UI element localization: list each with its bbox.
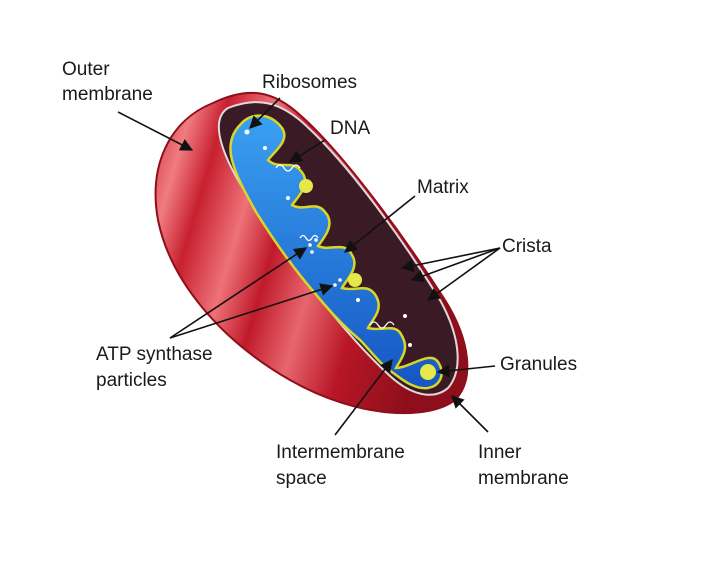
ribosomes (244, 129, 412, 347)
label-granules: Granules (500, 354, 577, 375)
label-outer-membrane-line2: membrane (62, 84, 153, 105)
label-inner-membrane-line2: membrane (478, 468, 569, 489)
label-atp-synthase-line2: particles (96, 370, 167, 391)
dna-strands (275, 164, 395, 329)
label-intermembrane-line1: Intermembrane (276, 442, 405, 463)
labels: Outer membrane Ribosomes DNA Matrix Cris… (62, 59, 577, 489)
label-atp-synthase-line1: ATP synthase (96, 344, 213, 365)
granules (299, 179, 436, 380)
label-ribosomes: Ribosomes (262, 72, 357, 93)
label-matrix: Matrix (417, 177, 469, 198)
label-crista: Crista (502, 236, 552, 257)
label-intermembrane-line2: space (276, 468, 327, 489)
label-inner-membrane-line1: Inner (478, 442, 522, 463)
arrows (117, 97, 501, 436)
label-dna: DNA (330, 118, 370, 139)
label-outer-membrane-line1: Outer (62, 59, 110, 80)
